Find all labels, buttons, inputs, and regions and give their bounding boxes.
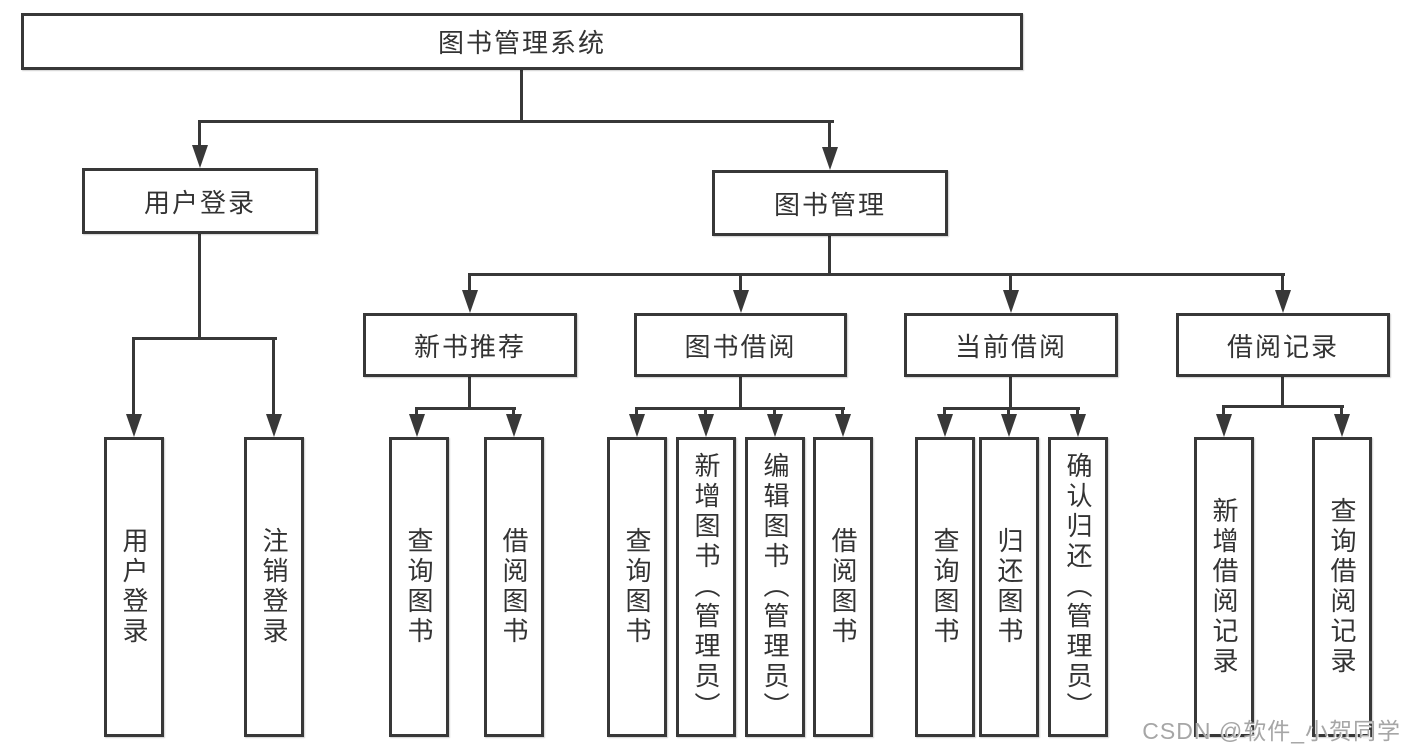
arrow-down-icon [698,414,714,437]
connector-line [635,407,638,417]
connector-line [635,407,845,410]
connector-line [773,407,776,417]
arrow-down-icon [192,145,208,168]
arrow-down-icon [1070,414,1086,437]
arrow-down-icon [1334,414,1350,437]
leaf-recommend-borrow-books: 借阅图书 [484,437,544,737]
connector-line [841,407,844,417]
connector-line [1222,405,1225,417]
connector-line [1281,377,1284,408]
arrow-down-icon [1001,414,1017,437]
leaf-records-add-record: 新增借阅记录 [1194,437,1254,737]
leaf-user-login: 用户登录 [104,437,164,737]
arrow-down-icon [1216,414,1232,437]
connector-line [1222,405,1344,408]
connector-line [739,273,742,293]
leaf-borrow-borrow-books: 借阅图书 [813,437,873,737]
arrow-down-icon [126,414,142,437]
leaf-logout: 注销登录 [244,437,304,737]
arrow-down-icon [506,414,522,437]
connector-line [1281,273,1284,293]
leaf-borrow-edit-books-admin: 编辑图书（管理员） [745,437,805,737]
csdn-watermark: CSDN @软件_小贺同学 [1142,718,1401,744]
connector-line [1009,273,1012,293]
leaf-current-query-books: 查询图书 [915,437,975,737]
connector-line [828,120,831,150]
connector-line [704,407,707,417]
leaf-current-confirm-return-admin: 确认归还（管理员） [1048,437,1108,737]
leaf-borrow-add-books-admin: 新增图书（管理员） [676,437,736,737]
arrow-down-icon [733,290,749,313]
connector-line [468,377,471,410]
connector-line [132,337,277,340]
connector-line [415,407,418,417]
connector-line [415,407,516,410]
connector-line [943,407,1080,410]
leaf-current-return-books: 归还图书 [979,437,1039,737]
connector-line [198,234,201,340]
node-new-book-recommend: 新书推荐 [363,313,577,377]
arrow-down-icon [822,147,838,170]
arrow-down-icon [1003,290,1019,313]
arrow-down-icon [835,414,851,437]
connector-line [520,70,523,120]
connector-line [739,377,742,410]
arrow-down-icon [266,414,282,437]
arrow-down-icon [937,414,953,437]
node-library-management-system: 图书管理系统 [21,13,1023,70]
connector-line [943,407,946,417]
connector-line [1076,407,1079,417]
arrow-down-icon [409,414,425,437]
arrow-down-icon [629,414,645,437]
node-borrow-records: 借阅记录 [1176,313,1390,377]
node-book-management: 图书管理 [712,170,948,236]
connector-line [468,273,1285,276]
connector-line [1340,405,1343,417]
connector-line [468,273,471,293]
connector-line [828,236,831,276]
node-current-borrow: 当前借阅 [904,313,1118,377]
arrow-down-icon [1275,290,1291,313]
leaf-borrow-query-books: 查询图书 [607,437,667,737]
connector-line [132,337,135,417]
node-user-login: 用户登录 [82,168,318,234]
connector-line [198,120,834,123]
connector-line [1009,377,1012,410]
node-book-borrow: 图书借阅 [634,313,847,377]
leaf-recommend-query-books: 查询图书 [389,437,449,737]
arrow-down-icon [767,414,783,437]
leaf-records-query-record: 查询借阅记录 [1312,437,1372,737]
connector-line [512,407,515,417]
connector-line [198,120,201,148]
connector-line [1007,407,1010,417]
arrow-down-icon [462,290,478,313]
connector-line [272,337,275,417]
